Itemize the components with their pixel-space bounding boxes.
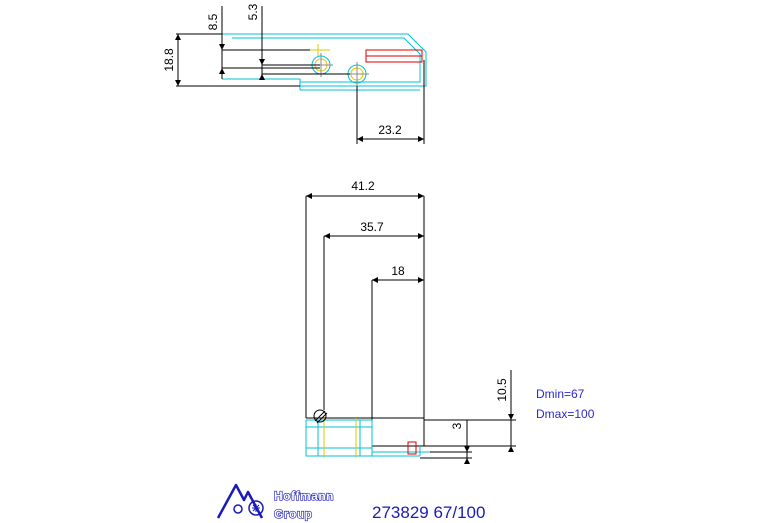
dim-front-18: 18 (391, 264, 405, 278)
front-view-clip (407, 441, 417, 455)
hoffmann-logo: Hoffmann Group (216, 483, 334, 522)
dim-top-23-2: 23.2 (378, 123, 402, 137)
front-view-base (305, 419, 430, 457)
dim-front-41-2: 41.2 (351, 179, 375, 193)
brand-line-2: Group (274, 507, 313, 521)
front-view-outline (305, 196, 425, 447)
note-dmax: Dmax=100 (536, 407, 595, 421)
front-view: 41.2 35.7 18 10.5 3 (305, 179, 516, 464)
logo-mark-icon (216, 483, 264, 519)
brand-line-1: Hoffmann (274, 489, 334, 503)
dim-front-35-7: 35.7 (360, 220, 384, 234)
dim-front-3: 3 (450, 422, 464, 429)
dim-top-18-8: 18.8 (162, 48, 176, 72)
part-number: 273829 67/100 (372, 503, 485, 522)
top-view-clip (365, 49, 423, 63)
dim-front-10-5: 10.5 (495, 378, 509, 402)
dim-top-8-5: 8.5 (206, 13, 220, 30)
note-dmin: Dmin=67 (536, 387, 585, 401)
top-view: 8.5 5.3 18.8 23.2 (162, 3, 427, 144)
dim-top-5-3: 5.3 (246, 3, 260, 20)
front-view-centerlines (323, 418, 357, 458)
front-view-hole (313, 409, 328, 424)
notes: Dmin=67 Dmax=100 (536, 387, 595, 421)
